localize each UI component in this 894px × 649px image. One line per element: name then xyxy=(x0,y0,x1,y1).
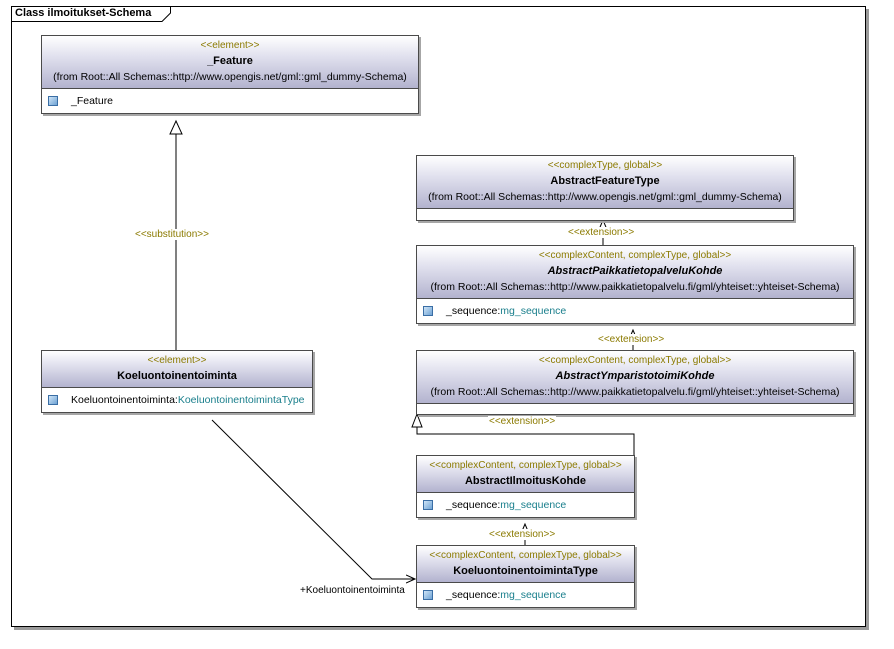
attribute-compartment: _sequence:mg_sequence xyxy=(417,299,853,323)
class-name: Koeluontoinentoiminta xyxy=(117,370,237,382)
class-origin: (from Root::All Schemas::http://www.open… xyxy=(53,71,407,83)
extension-label: <<extension>> xyxy=(488,416,557,427)
attribute-row[interactable]: _Feature xyxy=(48,94,412,108)
extension-line-3 xyxy=(416,427,635,455)
substitution-label: <<substitution>> xyxy=(134,229,210,240)
class-header: <<complexContent, complexType, global>> … xyxy=(417,246,853,299)
attribute-type: mg_sequence xyxy=(500,305,567,317)
class-koeluontoinentoiminta-element[interactable]: <<element>> Koeluontoinentoiminta Koeluo… xyxy=(41,350,313,413)
class-header: <<complexContent, complexType, global>> … xyxy=(417,546,634,583)
generalization-arrowhead xyxy=(411,412,423,428)
class-header: <<complexType, global>> AbstractFeatureT… xyxy=(417,156,793,209)
extension-label: <<extension>> xyxy=(597,334,666,345)
attribute-icon xyxy=(423,306,433,316)
class-header: <<element>> Koeluontoinentoiminta xyxy=(42,351,312,388)
class-header: <<element>> _Feature (from Root::All Sch… xyxy=(42,36,418,89)
stereotype-label: <<complexContent, complexType, global>> xyxy=(538,250,732,261)
class-header: <<complexContent, complexType, global>> … xyxy=(417,456,634,493)
class-koeluontoinentoiminta-type[interactable]: <<complexContent, complexType, global>> … xyxy=(416,545,635,608)
stereotype-label: <<element>> xyxy=(147,355,207,366)
attribute-icon xyxy=(48,395,58,405)
attribute-row[interactable]: _sequence:mg_sequence xyxy=(423,304,847,318)
attribute-type: KoeluontoinentoimintaType xyxy=(177,394,305,406)
attribute-type: mg_sequence xyxy=(500,499,567,511)
diagram-frame-tab xyxy=(11,6,171,22)
attribute-name: _sequence: xyxy=(446,305,501,317)
attribute-compartment: _Feature xyxy=(42,89,418,113)
generalization-arrowhead xyxy=(169,119,183,135)
attribute-name: _Feature xyxy=(71,95,114,107)
attribute-icon xyxy=(48,96,58,106)
class-origin: (from Root::All Schemas::http://www.paik… xyxy=(430,281,840,293)
attribute-row[interactable]: _sequence:mg_sequence xyxy=(423,588,628,602)
class-name: _Feature xyxy=(207,55,253,67)
extension-label: <<extension>> xyxy=(488,529,557,540)
attribute-icon xyxy=(423,590,433,600)
association-line xyxy=(211,419,415,579)
class-name: KoeluontoinentoimintaType xyxy=(453,565,598,577)
attribute-type: mg_sequence xyxy=(500,589,567,601)
attribute-compartment: _sequence:mg_sequence xyxy=(417,583,634,607)
extension-label: <<extension>> xyxy=(567,227,636,238)
attribute-name: _sequence: xyxy=(446,589,501,601)
attribute-row[interactable]: Koeluontoinentoiminta:Koeluontoinentoimi… xyxy=(48,393,306,407)
stereotype-label: <<complexContent, complexType, global>> xyxy=(538,355,732,366)
diagram-title: Class ilmoitukset-Schema xyxy=(15,7,152,19)
class-origin: (from Root::All Schemas::http://www.paik… xyxy=(430,386,840,398)
stereotype-label: <<complexContent, complexType, global>> xyxy=(429,460,622,471)
class-abstract-ilmoitus-kohde[interactable]: <<complexContent, complexType, global>> … xyxy=(416,455,635,518)
class-abstract-feature-type[interactable]: <<complexType, global>> AbstractFeatureT… xyxy=(416,155,794,221)
class-name: AbstractPaikkatietopalveluKohde xyxy=(547,265,723,277)
attribute-name: Koeluontoinentoiminta: xyxy=(71,394,178,406)
class-abstract-ymparistotoimi-kohde[interactable]: <<complexContent, complexType, global>> … xyxy=(416,350,854,415)
attribute-compartment: Koeluontoinentoiminta:Koeluontoinentoimi… xyxy=(42,388,312,412)
attribute-compartment: _sequence:mg_sequence xyxy=(417,493,634,517)
attribute-icon xyxy=(423,500,433,510)
attribute-name: _sequence: xyxy=(446,499,501,511)
stereotype-label: <<element>> xyxy=(200,40,260,51)
class-name: AbstractFeatureType xyxy=(550,175,660,187)
class-feature[interactable]: <<element>> _Feature (from Root::All Sch… xyxy=(41,35,419,114)
class-abstract-paikkatietopalvelu-kohde[interactable]: <<complexContent, complexType, global>> … xyxy=(416,245,854,324)
class-name: AbstractYmparistotoimiKohde xyxy=(555,370,715,382)
attribute-row[interactable]: _sequence:mg_sequence xyxy=(423,498,628,512)
class-origin: (from Root::All Schemas::http://www.open… xyxy=(428,191,782,203)
association-role-label: +Koeluontoinentoiminta xyxy=(300,585,405,596)
stereotype-label: <<complexType, global>> xyxy=(547,160,663,171)
class-header: <<complexContent, complexType, global>> … xyxy=(417,351,853,404)
class-name: AbstractIlmoitusKohde xyxy=(464,475,586,487)
stereotype-label: <<complexContent, complexType, global>> xyxy=(429,550,622,561)
